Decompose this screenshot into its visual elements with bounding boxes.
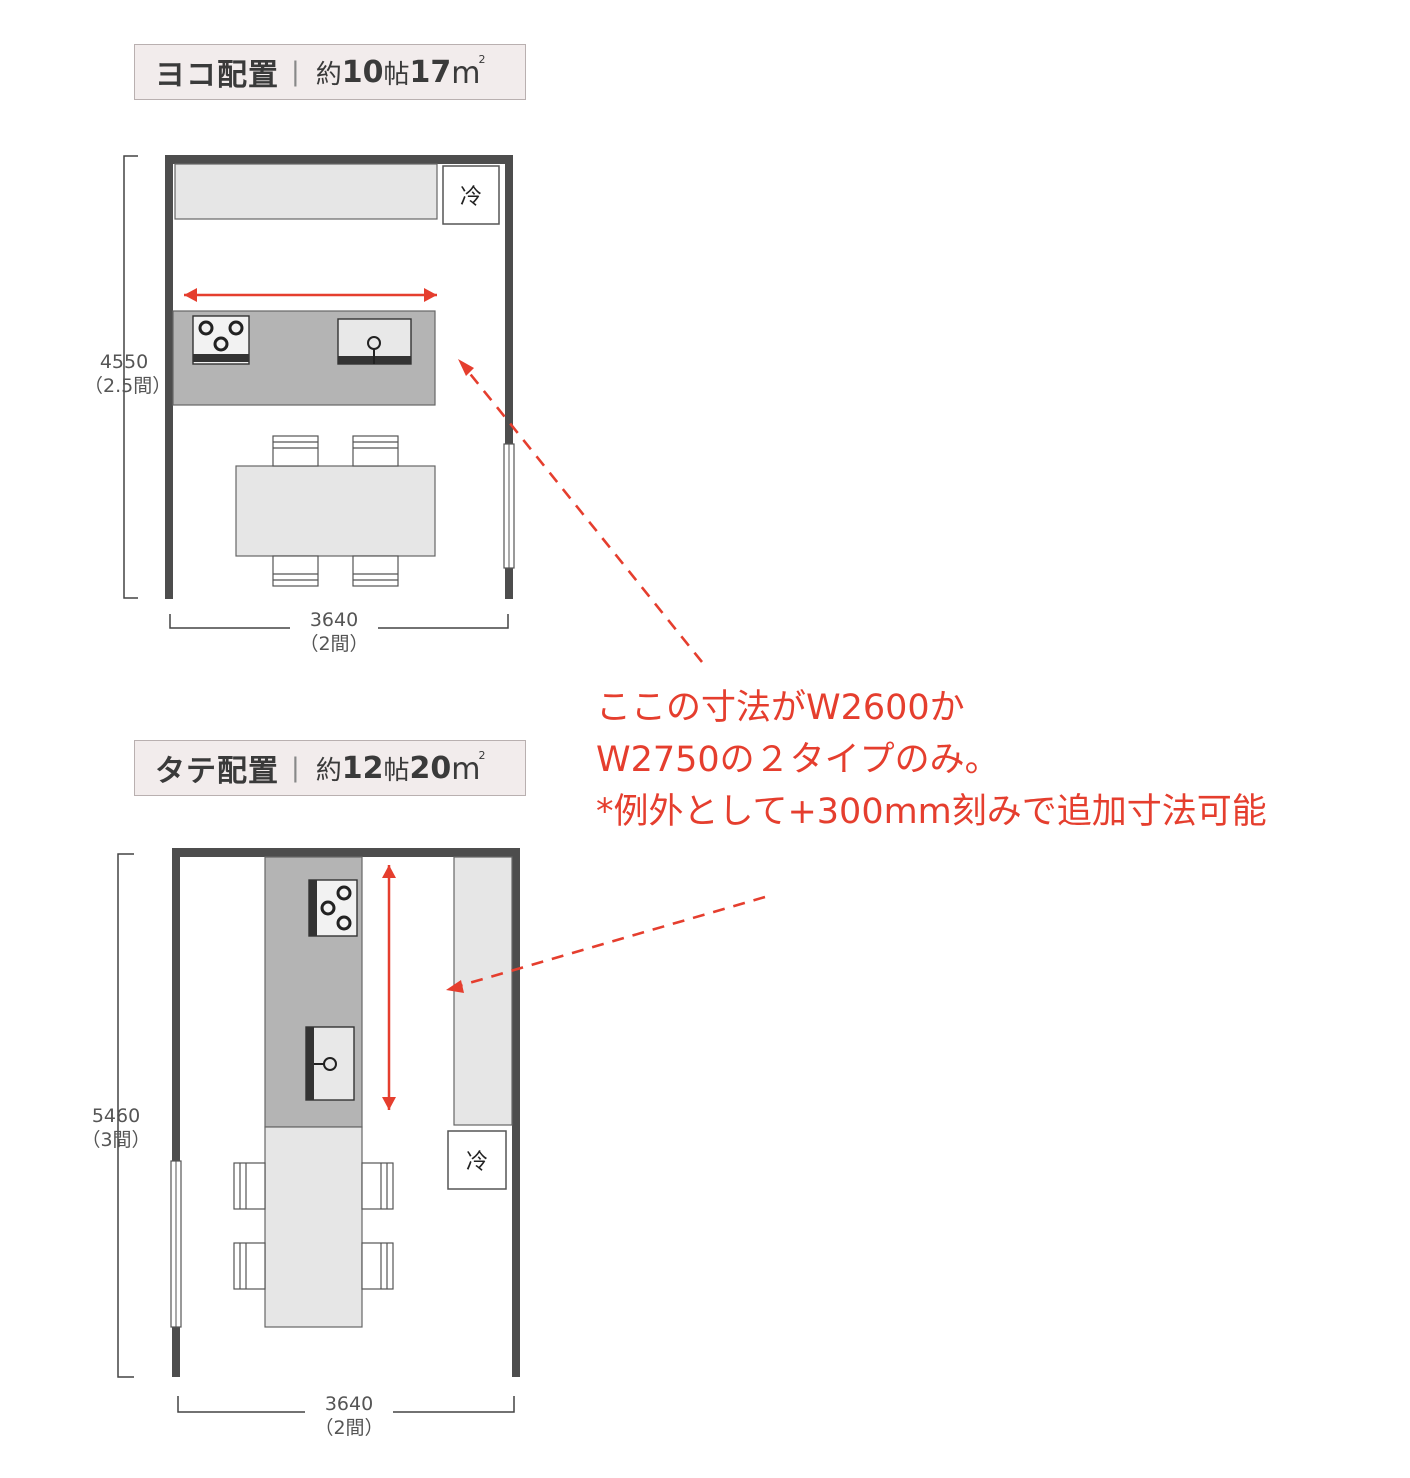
width-ken: （2間） [314, 1417, 384, 1439]
yoko-sink-icon [337, 318, 412, 365]
tate-fridge [447, 1130, 507, 1190]
yoko-wall-right-upper [505, 155, 513, 444]
yoko-height-bracket [123, 155, 138, 599]
jo-value: 12 [341, 750, 384, 786]
jo-unit: 帖 [383, 755, 410, 786]
yoko-chair [272, 435, 319, 467]
annotation-line-2: W2750の２タイプのみ。 [596, 740, 1000, 780]
area-unit: m2 [451, 53, 486, 91]
height-ken: （3間） [81, 1129, 151, 1151]
tate-chair [361, 1242, 394, 1290]
yoko-width-dimension: 3640 （2間） [290, 608, 378, 656]
tate-chair [361, 1162, 394, 1210]
annotation-line-1: ここの寸法がW2600か [596, 688, 965, 728]
yoko-dining-table [235, 465, 436, 557]
height-mm: 4550 [99, 351, 149, 373]
tate-stove-icon [308, 879, 358, 937]
yoko-chair [272, 555, 319, 587]
tate-back-counter [453, 856, 513, 1126]
tate-dining-table [264, 1126, 363, 1328]
height-ken: （2.5間） [84, 375, 172, 397]
area-value: 20 [409, 750, 452, 786]
tate-width-dimension: 3640 （2間） [305, 1392, 393, 1440]
tate-height-bracket [117, 853, 134, 1378]
yoko-height-dimension: 4550 （2.5間） [80, 350, 172, 398]
separator: | [291, 57, 300, 87]
area-unit: m2 [451, 749, 486, 787]
yoko-back-counter [174, 163, 438, 220]
tate-wall-left-upper [172, 848, 180, 1161]
tate-height-dimension: 5460 （3間） [76, 1104, 156, 1152]
tate-plan: 冷 [117, 848, 520, 1413]
yoko-wall-top [165, 155, 513, 164]
width-mm: 3640 [324, 1393, 374, 1415]
layout-name: タテ配置 [155, 754, 279, 789]
leader-line-upper [461, 364, 704, 663]
separator: | [291, 753, 300, 783]
tate-layout-label: タテ配置 | 約 12 帖 20 m2 [134, 740, 526, 796]
tate-fridge-label: 冷 [466, 1150, 488, 1175]
yoko-fridge [442, 165, 500, 225]
yoko-wall-left [165, 155, 173, 599]
area-value: 17 [409, 54, 452, 90]
yoko-plan: 冷 [123, 155, 515, 629]
yoko-layout-label: ヨコ配置 | 約 10 帖 17 m2 [134, 44, 526, 100]
tate-wall-left-lower [172, 1327, 180, 1377]
annotation-line-3: *例外として+300mm刻みで追加寸法可能 [596, 792, 1267, 832]
tate-chair [233, 1162, 266, 1210]
tate-wall-top [172, 848, 520, 857]
tate-chair [233, 1242, 266, 1290]
width-mm: 3640 [309, 609, 359, 631]
dimension-annotation: ここの寸法がW2600か W2750の２タイプのみ。 *例外として+300mm刻… [596, 682, 1267, 838]
yoko-chair [352, 555, 399, 587]
tate-wall-right [512, 848, 520, 1377]
yoko-stove-icon [192, 315, 250, 365]
yoko-chair [352, 435, 399, 467]
jo-value: 10 [341, 54, 384, 90]
height-mm: 5460 [91, 1105, 141, 1127]
layout-name: ヨコ配置 [155, 58, 279, 93]
size-prefix: 約 [315, 59, 342, 90]
yoko-fridge-label: 冷 [460, 185, 482, 210]
jo-unit: 帖 [383, 59, 410, 90]
tate-sink-icon [305, 1026, 355, 1101]
yoko-wall-right-lower [505, 568, 513, 599]
size-prefix: 約 [315, 755, 342, 786]
width-ken: （2間） [299, 633, 369, 655]
